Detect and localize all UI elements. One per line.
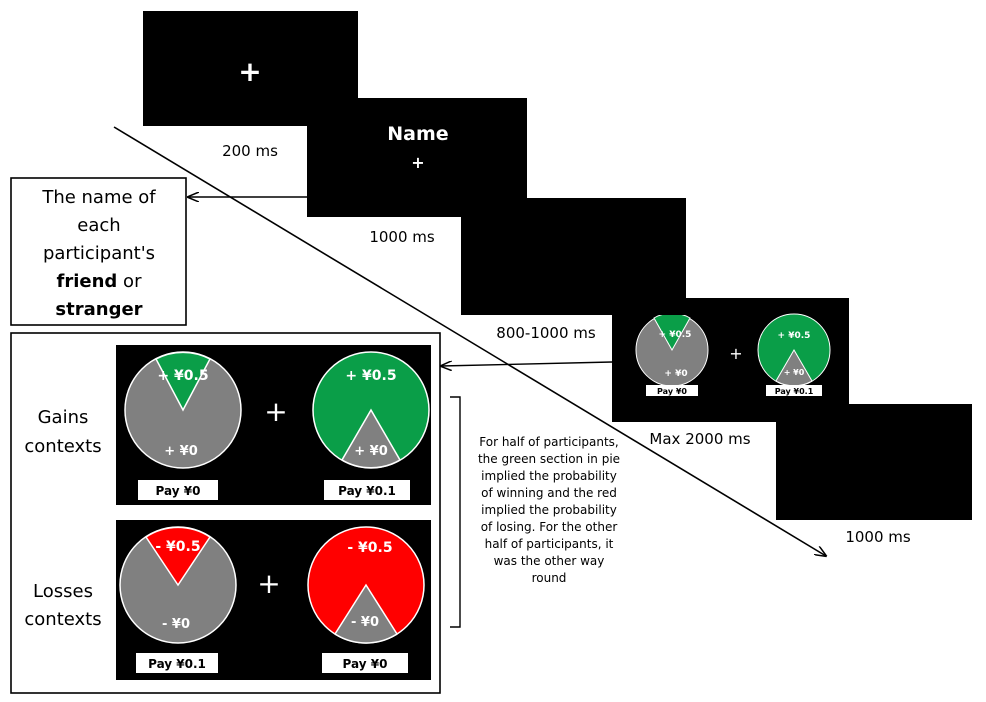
screen-feedback — [776, 404, 972, 520]
explanation-line-5: implied the probability — [481, 503, 617, 517]
gains-label-line-2: contexts — [24, 436, 101, 457]
name-note-line-4: friend or — [57, 271, 143, 292]
name-title: Name — [387, 123, 448, 145]
explanation-line-8: was the other way — [494, 554, 605, 568]
screen-name: Name + — [307, 98, 527, 217]
duration-name: 1000 ms — [369, 228, 435, 246]
fixation-cross: + — [238, 55, 261, 88]
choice-right-zero-label: + ¥0 — [784, 368, 805, 377]
gains-right-top-label: + ¥0.5 — [345, 368, 396, 384]
contexts-box: Gains contexts Losses contexts + ¥0.5 + … — [10, 332, 441, 694]
losses-label-line-1: Losses — [33, 581, 93, 602]
explanation-bracket — [450, 396, 461, 628]
losses-label-line-2: contexts — [24, 609, 101, 630]
gains-left-green-wedge — [154, 351, 212, 412]
timeline-arrow — [113, 126, 826, 556]
choice-right-pay: Pay ¥0.1 — [775, 387, 814, 396]
screen-choice: + ¥0.5 + ¥0 Pay ¥0 + + ¥0.5 + ¥0 Pay ¥0.… — [612, 298, 849, 422]
duration-choice: Max 2000 ms — [649, 430, 750, 448]
gains-right-bottom-label: + ¥0 — [354, 444, 388, 459]
losses-left-red-wedge — [144, 526, 212, 587]
name-note-or: or — [117, 271, 142, 292]
explanation-text: For half of participants, the green sect… — [478, 435, 620, 585]
screen-blank — [461, 198, 686, 315]
gains-left-bottom-label: + ¥0 — [164, 444, 198, 459]
choice-fixation-cross: + — [729, 344, 742, 363]
explanation-line-2: the green section in pie — [478, 452, 620, 466]
losses-right-top-label: - ¥0.5 — [347, 540, 392, 556]
gains-left-pay: Pay ¥0 — [156, 484, 201, 498]
choice-left-zero-label: + ¥0 — [664, 369, 687, 379]
name-note-line-3: participant's — [43, 243, 155, 264]
choice-left-pay: Pay ¥0 — [657, 387, 687, 396]
gains-right-gray-wedge — [340, 408, 402, 469]
duration-blank: 800-1000 ms — [496, 324, 596, 342]
name-note-stranger: stranger — [55, 299, 142, 320]
screen-fixation: + — [143, 11, 358, 126]
losses-panel: - ¥0.5 - ¥0 Pay ¥0.1 + - ¥0.5 - ¥0 Pay ¥… — [116, 520, 431, 680]
explanation-line-1: For half of participants, — [479, 435, 619, 449]
name-note-friend: friend — [57, 271, 118, 292]
name-note-line-2: each — [77, 215, 120, 236]
gains-right-pay: Pay ¥0.1 — [338, 484, 396, 498]
losses-left-top-label: - ¥0.5 — [155, 539, 200, 555]
gains-left-top-label: + ¥0.5 — [157, 368, 208, 384]
losses-center-cross: + — [257, 567, 280, 600]
explanation-line-6: of losing. For the other — [481, 520, 618, 534]
losses-right-gray-wedge — [333, 583, 399, 644]
choice-right-win-label: + ¥0.5 — [778, 331, 811, 341]
gains-panel: + ¥0.5 + ¥0 Pay ¥0 + + ¥0.5 + ¥0 Pay ¥0.… — [116, 345, 431, 505]
gains-center-cross: + — [264, 395, 287, 428]
losses-right-bottom-label: - ¥0 — [351, 615, 379, 630]
name-note-box: The name of each participant's friend or… — [10, 177, 187, 326]
gains-label-line-1: Gains — [38, 407, 89, 428]
losses-left-bottom-label: - ¥0 — [162, 617, 190, 632]
duration-feedback: 1000 ms — [845, 528, 911, 546]
name-note-line-1: The name of — [41, 187, 156, 208]
explanation-line-4: of winning and the red — [481, 486, 617, 500]
choice-left-win-label: + ¥0.5 — [659, 330, 692, 340]
losses-left-pay: Pay ¥0.1 — [148, 657, 206, 671]
name-fixation-cross: + — [411, 153, 424, 172]
losses-right-pay: Pay ¥0 — [343, 657, 388, 671]
contexts-arrow — [441, 362, 613, 366]
duration-fixation: 200 ms — [222, 142, 278, 160]
explanation-line-9: round — [532, 571, 567, 585]
explanation-line-3: implied the probability — [481, 469, 617, 483]
explanation-line-7: half of participants, it — [485, 537, 614, 551]
